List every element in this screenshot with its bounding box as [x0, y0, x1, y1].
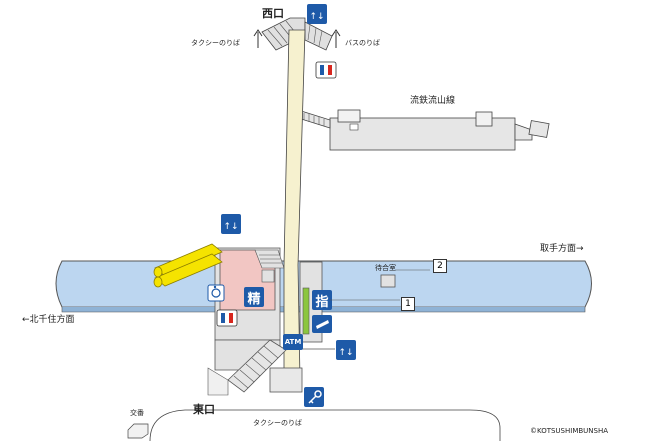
toilet-icon [315, 61, 337, 79]
toride-direction-label: 取手方面→ [540, 244, 584, 254]
svg-text:↑↓: ↑↓ [223, 222, 238, 232]
fare-adjustment-icon-bg [244, 287, 264, 307]
locker-key-icon [304, 387, 324, 407]
taxi-stand-east-label: タクシーのりば [253, 419, 302, 427]
bus-stop-west-label: バスのりば [345, 39, 380, 47]
road [149, 409, 501, 441]
ticket-machine-icon [312, 315, 332, 333]
koban-label: 交番 [130, 409, 144, 417]
east-exit-label: 東口 [193, 403, 215, 416]
copyright-label: ©KOTSUSHIMBUNSHA [530, 427, 609, 435]
waiting-room [380, 274, 396, 288]
ryutetsu-building [297, 109, 550, 151]
track-1-label: 1 [401, 297, 415, 311]
track-2-label: 2 [433, 259, 447, 273]
ryutetsu-line-label: 流鉄流山線 [410, 96, 456, 106]
waiting-room-label: 待合室 [375, 264, 396, 272]
concourse-structure [214, 247, 323, 343]
toilet-icon [216, 309, 238, 327]
elevator-icon: ↑↓ [221, 214, 241, 234]
escalator [153, 243, 223, 288]
reserved-ticket-icon: 指 [315, 295, 329, 310]
kitasenju-direction-label: ←北千住方面 [22, 315, 75, 325]
elevator-icon: ↑↓ [336, 340, 356, 360]
reserved-ticket-icon-bg [312, 290, 332, 310]
atm-icon-bg [283, 334, 303, 350]
wheelchair-icon [207, 284, 225, 302]
elevator-icon: ↑↓ [307, 4, 327, 24]
west-exit-label: 西口 [262, 7, 284, 20]
svg-text:↑↓: ↑↓ [309, 12, 324, 22]
svg-text:↑↓: ↑↓ [338, 348, 353, 358]
east-exit-stairs [207, 339, 335, 396]
koban-building [127, 423, 149, 439]
fare-adjustment-icon: 精 [247, 292, 261, 307]
atm-icon: ATM [284, 338, 302, 346]
taxi-stand-west-label: タクシーのりば [191, 39, 240, 47]
